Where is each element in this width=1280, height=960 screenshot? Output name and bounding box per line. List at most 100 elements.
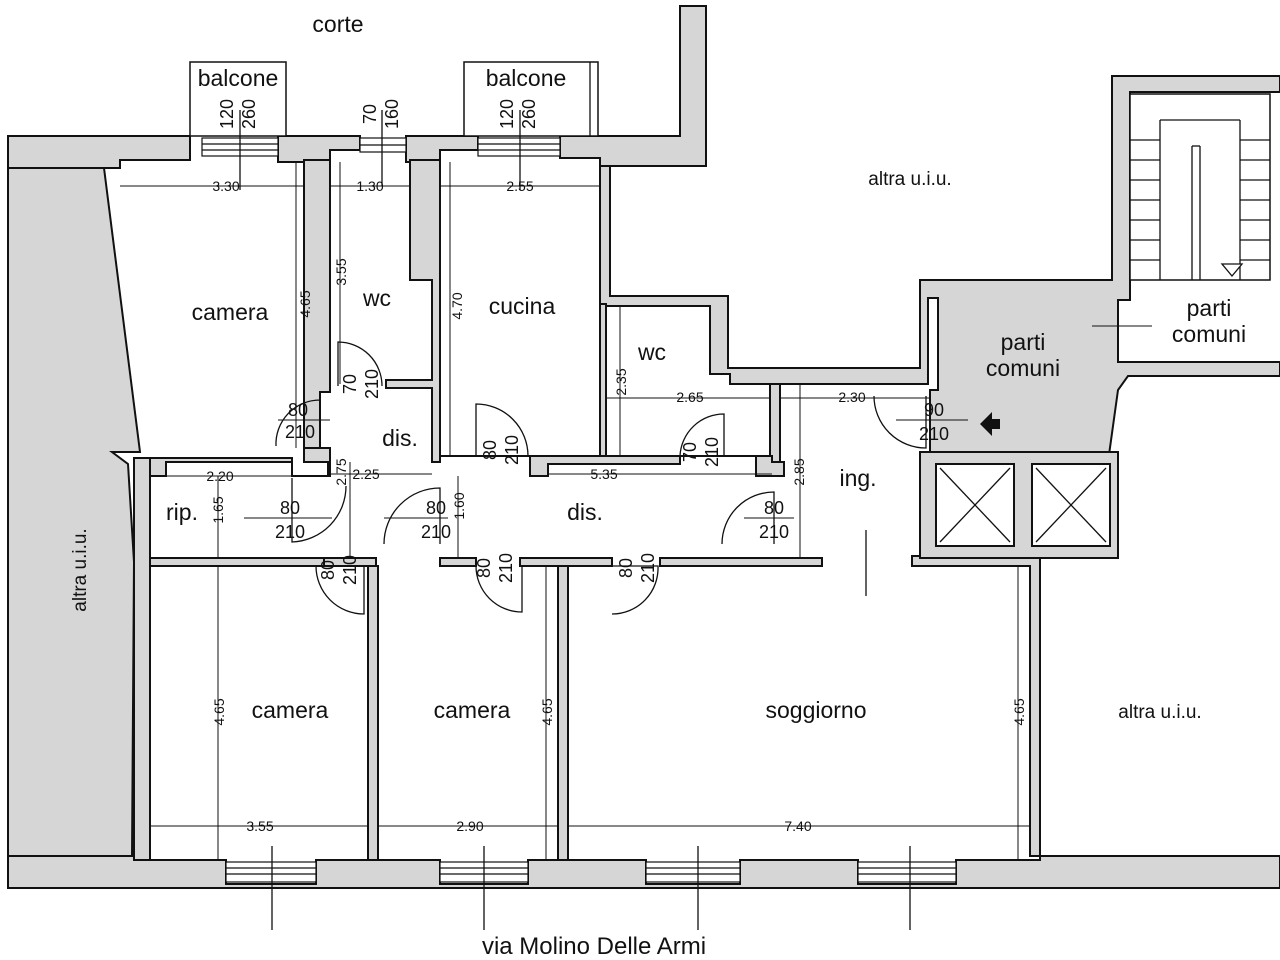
wall-rip-north: [146, 447, 331, 477]
door-dis-h: 210: [421, 522, 451, 542]
room-label-parti-comuni-a-2: comuni: [986, 355, 1060, 381]
win-balcone-left-h: 260: [239, 99, 259, 129]
door-swing-cucina: [475, 403, 529, 457]
wall-south: [7, 855, 1280, 889]
door-wc-mid-h: 210: [702, 437, 722, 467]
win-wc-w: 70: [360, 104, 380, 124]
room-label-cucina: cucina: [489, 293, 556, 319]
door-swing-wc-mid: [679, 413, 725, 457]
dimension-labels: 3.30 1.30 2.55 4.65 3.55 4.70 2.35 2.65 …: [206, 178, 1027, 834]
wall-camera-sw-east: [367, 565, 379, 861]
door-ing-w: 80: [764, 498, 784, 518]
room-label-dis-small: dis.: [382, 425, 418, 451]
door-swing-camera-s: [475, 565, 523, 613]
door-soggiorno-w: 80: [616, 558, 636, 578]
wall-dis-north: [440, 455, 785, 477]
dim-camera-nw-width: 3.30: [212, 178, 239, 194]
win-balcone-right-w: 120: [497, 99, 517, 129]
wall-north-right: [559, 5, 707, 167]
arrow-left-icon: [980, 412, 1000, 436]
balconies: [189, 61, 599, 137]
door-swing-ing: [721, 491, 775, 545]
door-camera-s-h: 210: [496, 553, 516, 583]
wall-cucina-east: [599, 75, 1280, 463]
room-label-parti-comuni-b-1: parti: [1187, 295, 1232, 321]
surrounding-labels: corte balcone balcone altra u.i.u. altra…: [70, 11, 1202, 960]
room-label-camera-nw: camera: [192, 299, 269, 325]
dim-dis-main-depth: 1.60: [451, 492, 467, 519]
wall-wc-mid: [599, 303, 607, 457]
dim-cucina-depth: 4.70: [449, 292, 465, 319]
door-camera-nw-w: 80: [288, 400, 308, 420]
label-balcone-left: balcone: [198, 65, 279, 91]
window-soggiorno-1: [645, 861, 741, 883]
label-altra-west: altra u.i.u.: [70, 528, 91, 611]
wall-north-mid2: [405, 135, 479, 163]
label-balcone-right: balcone: [486, 65, 567, 91]
window-soggiorno-2: [857, 861, 957, 883]
door-ing-h: 210: [759, 522, 789, 542]
wall-corridor-south2: [439, 557, 477, 567]
door-soggiorno-h: 210: [638, 553, 658, 583]
door-entrance-h: 210: [919, 424, 949, 444]
balcone-right-outline: [463, 61, 599, 137]
win-balcone-left-w: 120: [217, 99, 237, 129]
room-label-ing: ing.: [839, 465, 876, 491]
dimension-lines: [120, 162, 1152, 860]
dim-camera-s-depth: 4.65: [539, 698, 555, 725]
dim-wc-north-width: 1.30: [356, 178, 383, 194]
dim-dis-small-depth: 2.75: [333, 458, 349, 485]
dim-soggiorno-depth: 4.65: [1011, 698, 1027, 725]
dim-camera-s-width: 2.90: [456, 818, 483, 834]
wall-rip-south: [149, 557, 325, 567]
dim-ing-width: 2.30: [838, 389, 865, 405]
room-label-wc-mid: wc: [637, 339, 666, 365]
door-camera-nw-h: 210: [285, 422, 315, 442]
dim-rip-width: 2.20: [206, 468, 233, 484]
wall-corridor-south3: [519, 557, 613, 567]
door-rip-w: 80: [280, 498, 300, 518]
triangle-down-icon: [1220, 263, 1244, 278]
door-cucina-h: 210: [502, 435, 522, 465]
wall-west-upper: [7, 167, 142, 857]
door-swing-wc-north: [337, 341, 383, 387]
elevator-shafts: [935, 463, 1111, 547]
room-label-rip: rip.: [166, 499, 198, 525]
label-altra-north: altra u.i.u.: [868, 169, 951, 190]
room-label-camera-sw: camera: [252, 697, 329, 723]
label-street: via Molino Delle Armi: [482, 933, 706, 960]
wall-wc-mid-east: [769, 383, 781, 463]
room-label-wc-north: wc: [362, 285, 391, 311]
door-swing-dis: [383, 487, 441, 545]
door-camera-sw-h: 210: [340, 555, 360, 585]
door-camera-s-w: 80: [474, 558, 494, 578]
door-wc-north-h: 210: [362, 369, 382, 399]
door-dis-w: 80: [426, 498, 446, 518]
room-labels: camera wc cucina wc dis. dis. rip. ing. …: [166, 285, 1246, 723]
door-swing-rip: [291, 478, 347, 543]
room-label-parti-comuni-a-1: parti: [1001, 329, 1046, 355]
win-balcone-right-h: 260: [519, 99, 539, 129]
door-rip-h: 210: [275, 522, 305, 542]
window-camera-sw: [225, 861, 317, 883]
room-label-parti-comuni-b-2: comuni: [1172, 321, 1246, 347]
dim-dis-small-width: 2.25: [352, 466, 379, 482]
dim-wc-north-depth: 3.55: [333, 258, 349, 285]
door-swing-camera-sw: [315, 565, 365, 615]
window-balcone-right: [477, 137, 561, 157]
dim-soggiorno-width: 7.40: [784, 818, 811, 834]
door-swing-soggiorno: [611, 565, 659, 615]
wall-corridor-south4: [659, 557, 823, 567]
wall-rip-west: [133, 457, 151, 861]
room-label-camera-s: camera: [434, 697, 511, 723]
door-cucina-w: 80: [480, 440, 500, 460]
label-altra-east: altra u.i.u.: [1118, 702, 1201, 723]
opening-labels: 120 260 70 160 120 260 70 210 80 210 80 …: [217, 99, 949, 585]
door-entrance-w: 90: [924, 400, 944, 420]
shaft-cross-line: [1035, 467, 1107, 543]
wall-wc-cucina: [385, 159, 441, 463]
balcone-left-outline: [189, 61, 287, 137]
dim-cucina-width: 2.55: [506, 178, 533, 194]
